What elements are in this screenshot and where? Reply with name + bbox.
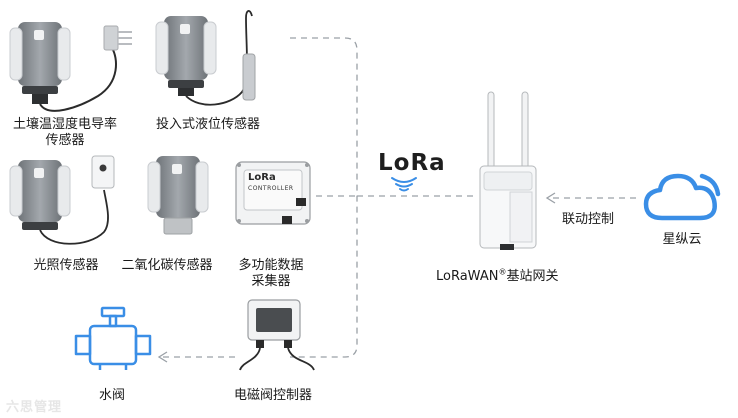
controller-panel-subtitle: CONTROLLER xyxy=(248,185,294,192)
controller-label-line1: 多功能数据 xyxy=(238,258,304,273)
cloud-icon xyxy=(643,173,721,221)
lora-wave-icon xyxy=(391,177,417,192)
cloud-label: 星纵云 xyxy=(662,232,702,247)
gateway-device xyxy=(479,91,537,250)
gateway-label-prefix: LoRaWAN xyxy=(436,269,499,284)
soil-sensor-label-line2: 传感器 xyxy=(45,133,85,148)
water-valve-label: 水阀 xyxy=(98,388,125,403)
valve-arrow-head xyxy=(157,351,168,363)
controller-panel-title: LoRa xyxy=(248,172,276,183)
soil-sensor-label-line1: 土壤温湿度电导率 xyxy=(12,117,117,132)
level-sensor-device xyxy=(155,10,256,106)
bus-line xyxy=(290,37,358,358)
soil-sensor-device xyxy=(9,22,132,112)
level-sensor-label: 投入式液位传感器 xyxy=(155,117,260,132)
controller-device: LoRa CONTROLLER xyxy=(234,160,314,226)
co2-sensor-device xyxy=(147,156,209,235)
watermark: 六思管理 xyxy=(6,400,63,415)
gateway-label-mark: ® xyxy=(498,267,507,277)
light-sensor-device xyxy=(9,155,115,245)
lora-logo-text: LoRa xyxy=(378,150,446,176)
light-sensor-label: 光照传感器 xyxy=(33,258,99,273)
water-valve-icon xyxy=(74,306,152,370)
valve-controller-label: 电磁阀控制器 xyxy=(233,388,312,403)
controller-label-line2: 采集器 xyxy=(251,274,291,289)
gateway-label: LoRaWAN®基站网关 xyxy=(436,265,558,284)
cloud-arrow-head xyxy=(545,192,556,204)
link-control-label: 联动控制 xyxy=(561,212,614,227)
gateway-label-suffix: 基站网关 xyxy=(506,269,559,284)
co2-sensor-label: 二氧化碳传感器 xyxy=(121,258,213,273)
valve-controller-device xyxy=(239,299,315,371)
